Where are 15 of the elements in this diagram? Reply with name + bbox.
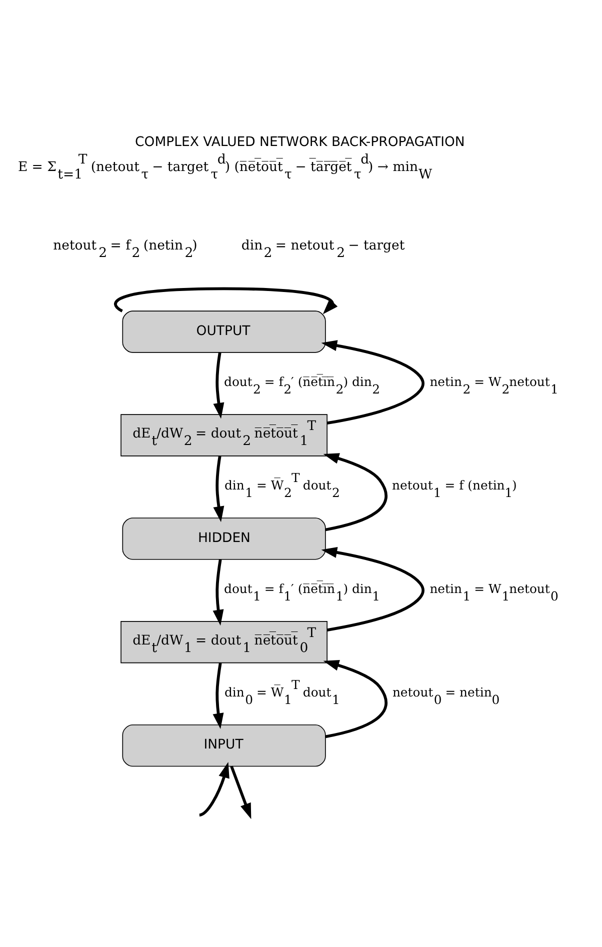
arrow [212, 662, 224, 729]
node-box: INPUT [122, 724, 326, 766]
arrow [213, 455, 224, 522]
arrow [212, 558, 224, 626]
node-box: HIDDEN [122, 517, 326, 560]
arrow [321, 340, 424, 424]
arrow [323, 452, 388, 531]
diagram-title: COMPLEX VALUED NETWORK BACK-PROPAGATION [135, 134, 465, 150]
node-box: OUTPUT [122, 310, 326, 352]
arrow [323, 659, 388, 738]
arrow [218, 762, 252, 818]
arrow [213, 352, 224, 418]
arrow [321, 546, 424, 631]
arrow [114, 286, 338, 314]
arrow [199, 762, 230, 816]
